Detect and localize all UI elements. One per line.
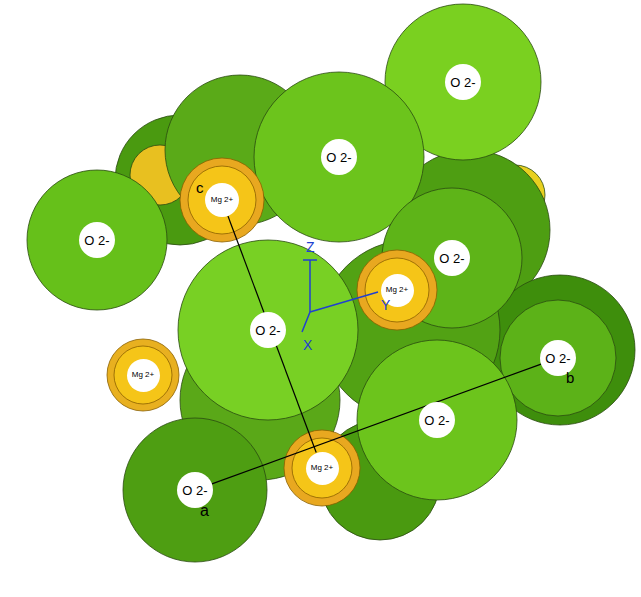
axis-label: Z — [306, 240, 315, 254]
cell-edge — [212, 364, 541, 484]
axis-label: Y — [381, 298, 390, 312]
ion-label: O 2- — [439, 252, 464, 265]
ion-label: Mg 2+ — [311, 464, 333, 472]
ion-label-circle: O 2- — [250, 312, 286, 348]
ion-label-circle: O 2- — [79, 222, 115, 258]
ion-label: O 2- — [182, 484, 207, 497]
ion-label-circle: O 2- — [321, 139, 357, 175]
cell-edge — [228, 216, 316, 453]
ion-label-circle: O 2- — [434, 240, 470, 276]
ion-label: O 2- — [255, 324, 280, 337]
cell-vector-label: b — [566, 370, 574, 385]
ion-label: O 2- — [424, 414, 449, 427]
ion-label-circle: Mg 2+ — [205, 183, 239, 217]
ion-label: Mg 2+ — [386, 286, 408, 294]
cell-vector-label: c — [196, 180, 204, 195]
ion-label-circle: O 2- — [419, 402, 455, 438]
ion-label-circle: Mg 2+ — [306, 452, 339, 485]
cell-vector-label: a — [200, 503, 209, 519]
ion-label: Mg 2+ — [132, 371, 154, 379]
ion-label: Mg 2+ — [211, 196, 233, 204]
ion-label: O 2- — [545, 352, 570, 365]
axis-label: X — [303, 338, 312, 352]
ion-label: O 2- — [326, 151, 351, 164]
ion-label-circle: Mg 2+ — [127, 359, 160, 392]
ion-label: O 2- — [84, 234, 109, 247]
ion-label: O 2- — [450, 76, 475, 89]
ion-label-circle: O 2- — [445, 64, 481, 100]
